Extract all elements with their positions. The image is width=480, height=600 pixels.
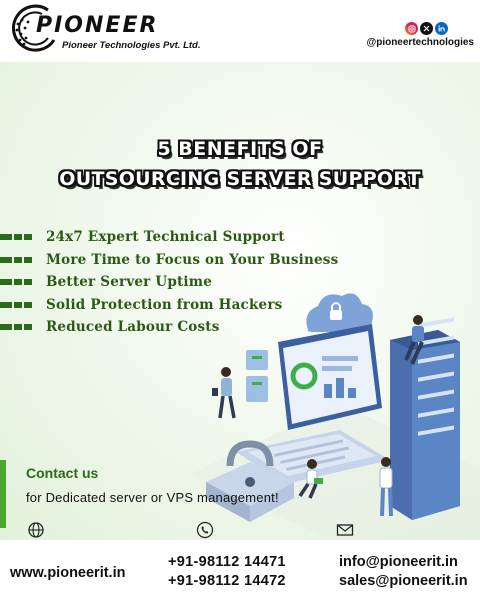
headline: 5 BENEFITS OF OUTSOURCING SERVER SUPPORT [0,134,480,194]
benefit-text: 24x7 Expert Technical Support [46,229,285,246]
brand-tagline: Pioneer Technologies Pvt. Ltd. [62,40,201,51]
bullet-bars-icon [0,256,32,263]
contact-subtitle: for Dedicated server or VPS management! [26,490,279,505]
email-info[interactable]: info@pioneerit.in [339,554,458,570]
benefit-item: Better Server Uptime [0,271,340,294]
main-content: 5 BENEFITS OF OUTSOURCING SERVER SUPPORT… [0,62,480,540]
benefit-text: More Time to Focus on Your Business [46,251,339,268]
cloud-lock-icon [306,293,373,332]
pioneer-logo-swoosh-icon [12,4,56,52]
email-sales[interactable]: sales@pioneerit.in [339,573,468,589]
benefit-item: Solid Protection from Hackers [0,294,340,317]
bullet-bars-icon [0,279,32,286]
person-on-laptop-illustration [298,459,323,499]
instagram-icon[interactable] [405,22,418,35]
server-rack-illustration [390,317,460,520]
benefits-list: 24x7 Expert Technical Support More Time … [0,226,340,339]
benefit-text: Solid Protection from Hackers [46,296,283,313]
benefit-text: Reduced Labour Costs [46,319,220,336]
headline-line-2: OUTSOURCING SERVER SUPPORT [59,168,421,190]
benefit-item: 24x7 Expert Technical Support [0,226,340,249]
contact-accent-bar [0,460,6,528]
bullet-bars-icon [0,324,32,331]
monitor-illustration [278,324,382,430]
social-handle[interactable]: @pioneertechnologies [366,37,474,48]
linkedin-icon[interactable] [435,22,448,35]
website-link[interactable]: www.pioneerit.in [10,565,126,581]
bullet-bars-icon [0,234,32,241]
footer: www.pioneerit.in +91-98112 14471 +91-981… [0,540,480,600]
headline-line-1: 5 BENEFITS OF [157,138,323,160]
person-on-rack-illustration [404,315,424,365]
brand-name: PIONEER [36,13,159,38]
phone-icon [196,521,214,539]
social-icons [405,22,448,35]
benefit-item: More Time to Focus on Your Business [0,249,340,272]
bullet-bars-icon [0,301,32,308]
mail-icon [336,524,354,536]
phone-number-2[interactable]: +91-98112 14472 [168,573,286,589]
person-standing-illustration [212,367,236,419]
globe-icon [28,522,44,538]
benefit-text: Better Server Uptime [46,274,213,291]
phone-number-1[interactable]: +91-98112 14471 [168,554,286,570]
benefit-item: Reduced Labour Costs [0,316,340,339]
contact-title: Contact us [26,465,99,481]
server-support-illustration [190,293,480,540]
x-icon[interactable] [420,22,433,35]
padlock-icon [206,440,294,522]
person-engineer-illustration [379,457,393,517]
header: PIONEER Pioneer Technologies Pvt. Ltd. @… [0,0,480,62]
